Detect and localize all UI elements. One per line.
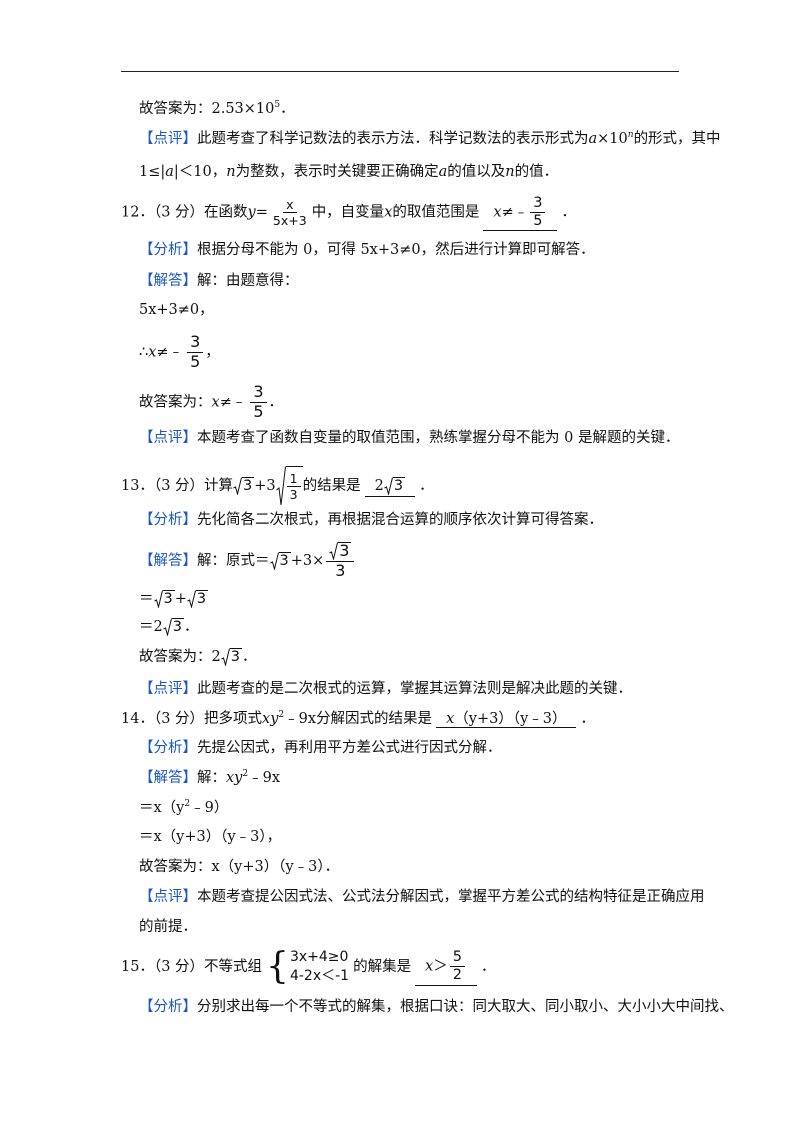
- q12-analysis: 【分析】根据分母不能为 0，可得 5x+3≠0，然后进行计算即可解答．: [139, 242, 595, 258]
- review-tag: 【点评】: [139, 130, 197, 147]
- brace: {: [266, 945, 289, 987]
- q12-step-1: 5x+3≠0，: [139, 302, 214, 318]
- review-tag: 【点评】: [139, 430, 197, 446]
- question-score: （3 分）: [153, 204, 205, 221]
- solution-tag: 【解答】: [139, 769, 197, 786]
- q14-step-2: ＝x（y+3）（y﹣3），: [139, 829, 282, 845]
- inequality-1: 3x+4≥0: [289, 949, 349, 965]
- q13-step-1: ＝3+3: [139, 590, 209, 608]
- answer-prefix: 故答案为：: [139, 100, 212, 117]
- inequality-2: 4-2x＜-1: [289, 967, 350, 984]
- q14-final-answer: 故答案为：x（y+3）（y﹣3）．: [139, 859, 340, 875]
- header-rule: [121, 71, 679, 72]
- question-score: （3 分）: [153, 958, 205, 975]
- q14-answer-blank: x（y+3）（y﹣3）: [436, 712, 577, 729]
- solution-tag: 【解答】: [139, 273, 197, 289]
- q14-analysis: 【分析】先提公因式，再利用平方差公式进行因式分解．: [139, 740, 502, 756]
- q13-review: 【点评】此题考查的是二次根式的运算，掌握其运算法则是解决此题的关键．: [139, 681, 632, 697]
- q13-analysis: 【分析】先化简各二次根式，再根据混合运算的顺序依次计算可得答案．: [139, 512, 603, 528]
- q15-analysis: 【分析】分别求出每一个不等式的解集，根据口诀：同大取大、同小取小、大小小大中间找…: [139, 999, 734, 1015]
- review-tag: 【点评】: [139, 889, 197, 905]
- q12-solution: 【解答】解：由题意得：: [139, 273, 299, 289]
- answer-exponent: 5: [274, 100, 281, 110]
- analysis-tag: 【分析】: [139, 999, 197, 1015]
- q14-review-line-2: 的前提．: [139, 919, 197, 935]
- q12-review: 【点评】本题考查了函数自变量的取值范围，熟练掌握分母不能为 0 是解题的关键．: [139, 430, 680, 446]
- q14-solution: 【解答】解：xy2﹣9x: [139, 769, 281, 786]
- review-tag: 【点评】: [139, 681, 197, 697]
- q11-review-line-1: 【点评】此题考查了科学记数法的表示方法．科学记数法的表示形式为a×10n的形式，…: [139, 130, 721, 147]
- q11-final-answer: 故答案为：2.53×105．: [139, 100, 295, 117]
- sqrt-3: 3: [233, 477, 255, 495]
- question-number: 13．: [121, 478, 154, 494]
- solution-tag: 【解答】: [139, 552, 197, 569]
- question-number: 15．: [121, 958, 154, 975]
- question-number: 14．: [121, 710, 154, 727]
- inequality-system: {3x+4≥0 4-2x＜-1: [266, 948, 349, 986]
- q14-review-line-1: 【点评】本题考查提公因式法、公式法分解因式，掌握平方差公式的结构特征是正确应用: [139, 889, 705, 905]
- question-score: （3 分）: [153, 710, 205, 727]
- analysis-tag: 【分析】: [139, 242, 197, 258]
- q11-review-line-2: 1≤|a|＜10，n为整数，表示时关键要正确确定a的值以及n的值．: [139, 164, 559, 180]
- analysis-tag: 【分析】: [139, 512, 197, 528]
- question-score: （3 分）: [153, 478, 205, 494]
- answer-value: 2.53×10: [211, 100, 275, 117]
- analysis-tag: 【分析】: [139, 740, 197, 756]
- q14-step-1: ＝x（y2﹣9）: [139, 799, 229, 816]
- question-number: 12．: [121, 204, 154, 221]
